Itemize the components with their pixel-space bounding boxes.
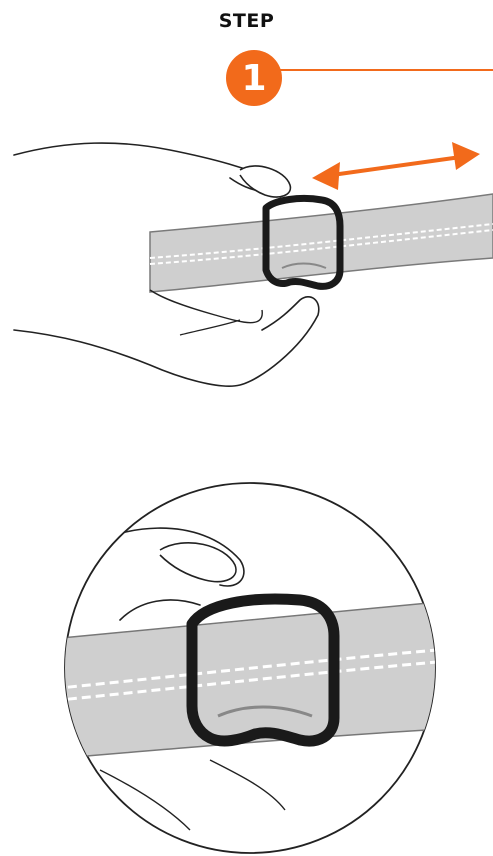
zoom-illustration [40, 483, 460, 853]
top-illustration [14, 142, 493, 386]
double-headed-arrow-icon [312, 142, 480, 190]
finger-top-2 [180, 320, 240, 335]
thumb-top [240, 166, 290, 197]
finger-top [150, 290, 262, 323]
